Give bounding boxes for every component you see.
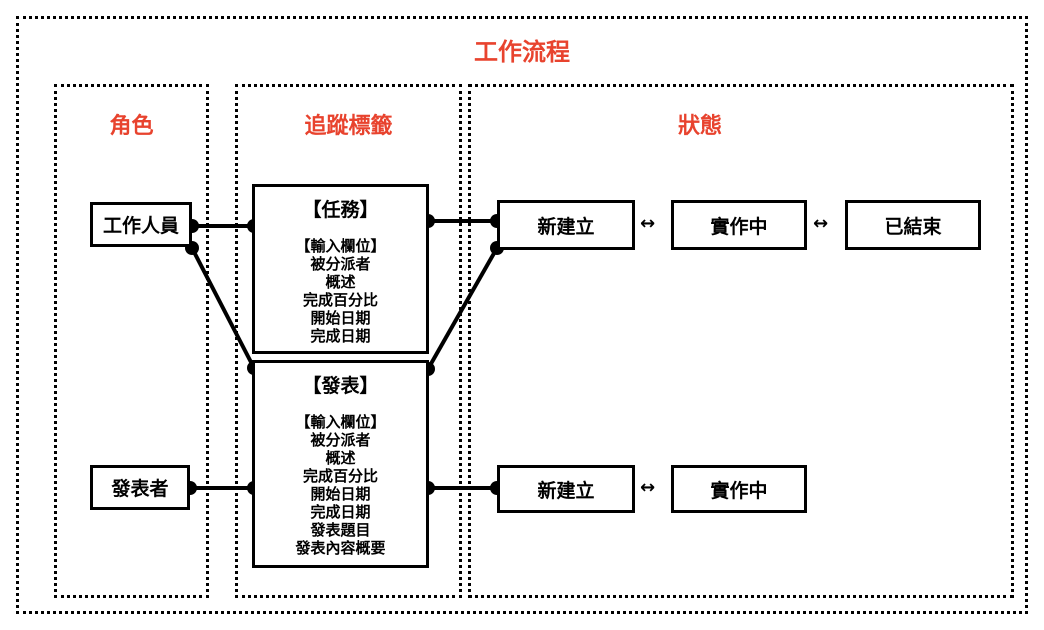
- field-item: 開始日期: [310, 309, 371, 327]
- tracker-task-box: 【任務】 【輸入欄位】 被分派者 概述 完成百分比 開始日期 完成日期: [252, 184, 429, 354]
- publish-state-new-box: 新建立: [497, 465, 635, 513]
- line-staff-publish: [190, 247, 256, 369]
- field-item: 發表題目: [310, 521, 371, 539]
- field-item: 完成百分比: [302, 291, 378, 309]
- state-in-progress-label: 實作中: [710, 215, 768, 238]
- fields-header: 【輸入欄位】: [295, 237, 386, 255]
- field-item: 開始日期: [310, 485, 371, 503]
- role-staff-label: 工作人員: [102, 215, 179, 237]
- bidirectional-arrow-icon: ↔: [813, 213, 829, 234]
- state-new-label: 新建立: [537, 215, 595, 238]
- tracker-task-title: 【任務】: [302, 199, 379, 221]
- tags-column: [235, 84, 462, 598]
- tracker-publish-title: 【發表】: [302, 375, 379, 397]
- tracker-publish-box: 【發表】 【輸入欄位】 被分派者 概述 完成百分比 開始日期 完成日期 發表題目…: [252, 360, 429, 568]
- field-item: 發表內容概要: [295, 539, 386, 557]
- bidirectional-arrow-icon: ↔: [640, 477, 656, 498]
- roles-title: 角色: [109, 114, 154, 139]
- field-item: 完成日期: [310, 503, 371, 521]
- publish-state-new-label: 新建立: [537, 479, 595, 502]
- field-item: 被分派者: [310, 255, 371, 273]
- publish-state-in-progress-label: 實作中: [710, 479, 768, 502]
- states-column: [468, 84, 1014, 598]
- tracker-publish-fields: 【輸入欄位】 被分派者 概述 完成百分比 開始日期 完成日期 發表題目 發表內容…: [255, 413, 426, 557]
- role-publisher-box: 發表者: [90, 465, 190, 510]
- tags-title: 追蹤標籤: [304, 114, 393, 139]
- fields-header: 【輸入欄位】: [295, 413, 386, 431]
- tracker-task-fields: 【輸入欄位】 被分派者 概述 完成百分比 開始日期 完成日期: [255, 237, 426, 345]
- state-in-progress-box: 實作中: [671, 200, 807, 250]
- field-item: 完成日期: [310, 327, 371, 345]
- field-item: 完成百分比: [302, 467, 378, 485]
- bidirectional-arrow-icon: ↔: [640, 213, 656, 234]
- workflow-title: 工作流程: [474, 38, 570, 66]
- state-closed-label: 已結束: [884, 215, 942, 238]
- field-item: 被分派者: [310, 431, 371, 449]
- field-item: 概述: [325, 449, 356, 467]
- line-publish-new: [426, 247, 499, 370]
- state-closed-box: 已結束: [845, 200, 981, 250]
- state-new-box: 新建立: [497, 200, 635, 250]
- workflow-frame: [16, 16, 1028, 614]
- field-item: 概述: [325, 273, 356, 291]
- role-publisher-label: 發表者: [111, 478, 169, 500]
- publish-state-in-progress-box: 實作中: [671, 465, 807, 513]
- roles-column: [54, 84, 209, 598]
- states-title: 狀態: [677, 114, 722, 139]
- role-staff-box: 工作人員: [90, 202, 192, 247]
